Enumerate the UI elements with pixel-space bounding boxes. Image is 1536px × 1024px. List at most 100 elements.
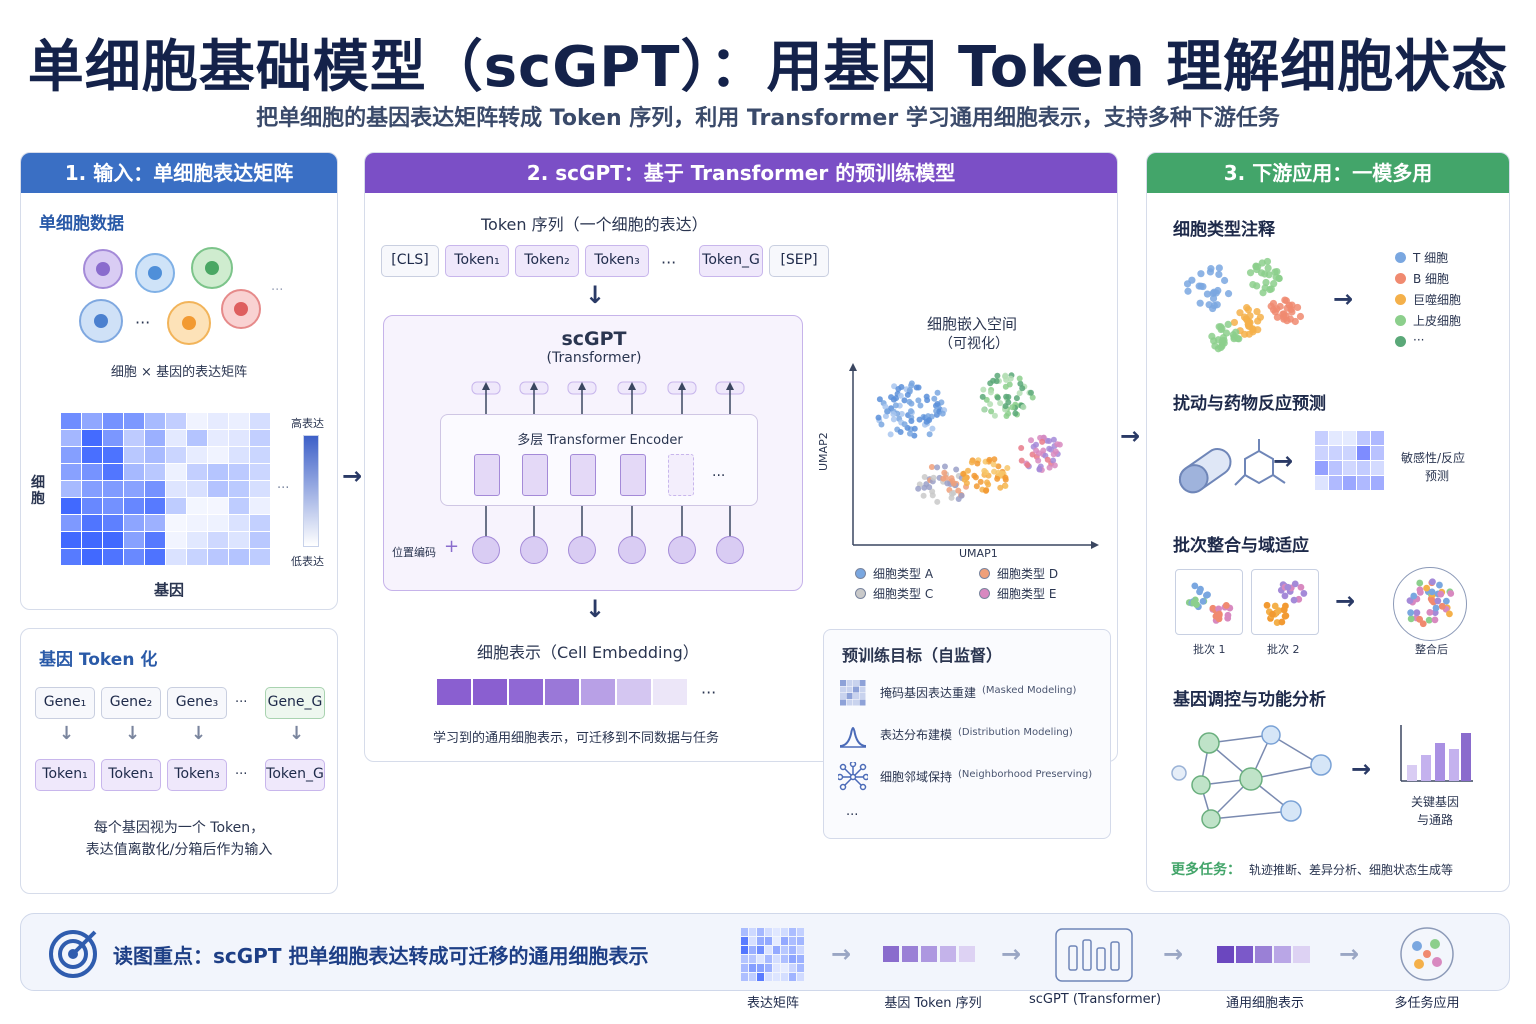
cell-icon <box>79 299 123 343</box>
cells-ellipsis: ··· <box>135 313 151 332</box>
umap-legend-label: 细胞类型 A <box>873 567 934 581</box>
cell-embedding-caption: 学习到的通用细胞表示，可迁移到不同数据与任务 <box>433 731 720 746</box>
annotation-clusters <box>1183 257 1305 353</box>
annotation-legend-label: ··· <box>1413 333 1425 347</box>
high-expression-label: 高表达 <box>291 417 324 430</box>
arrow-right-icon: → <box>1335 587 1356 615</box>
sequence-token-chip: Token₂ <box>515 245 579 277</box>
batch-2-box <box>1251 569 1319 635</box>
arrow-right-icon: → <box>1351 755 1372 783</box>
input-embedding-circle <box>618 536 646 564</box>
gene-chip: Gene_G <box>265 687 325 719</box>
gene-ellipsis: ··· <box>235 695 248 710</box>
page-subtitle: 把单细胞的基因表达矩阵转成 Token 序列，利用 Transformer 学习… <box>256 106 1280 131</box>
token-chip: Token₁ <box>35 759 95 791</box>
arrow-right-icon: → <box>831 940 852 968</box>
downstream-panel-header: 3. 下游应用：一模多用 <box>1147 153 1509 193</box>
more-tasks-text: 轨迹推断、差异分析、细胞状态生成等 <box>1249 863 1454 877</box>
sequence-token-chip: [CLS] <box>381 245 439 277</box>
encoder-layer-block <box>570 454 596 496</box>
cell-icon <box>83 249 123 289</box>
tokenize-panel: 基因 Token 化 Gene₁↓Gene₂↓Gene₃↓···Gene_G↓ … <box>20 628 338 894</box>
input-embedding-circle <box>716 536 744 564</box>
sequence-token-chip: [SEP] <box>769 245 829 277</box>
flow-step-label: scGPT (Transformer) <box>1028 992 1162 1007</box>
umap-plot <box>849 363 1099 549</box>
flow-step-label: 通用细胞表示 <box>1225 996 1304 1011</box>
legend-dot <box>855 588 866 599</box>
perturb-caption-1: 敏感性/反应 <box>1401 451 1466 465</box>
page-title: 单细胞基础模型（scGPT）：用基因 Token 理解细胞状态 <box>27 35 1509 100</box>
model-panel-header: 2. scGPT：基于 Transformer 的预训练模型 <box>365 153 1117 193</box>
input-embedding-circle <box>520 536 548 564</box>
legend-dot <box>979 568 990 579</box>
arrow-down-icon: ↓ <box>59 723 75 744</box>
arrow-down-icon: ↓ <box>585 281 606 309</box>
token-chip: Token_G <box>265 759 325 791</box>
cell-icon <box>221 289 261 329</box>
embedding-cell <box>545 679 579 705</box>
encoder-layer-block <box>522 454 548 496</box>
encoder-ellipsis: ··· <box>712 468 726 484</box>
cell-embedding-title: 细胞表示（Cell Embedding） <box>477 643 699 662</box>
single-cell-data-title: 单细胞数据 <box>39 214 124 234</box>
col-axis-label: 基因 <box>153 581 184 599</box>
target-icon <box>49 930 97 978</box>
umap-legend-label: 细胞类型 C <box>873 587 934 601</box>
flow-multitask-icon <box>1400 927 1454 981</box>
grn-title: 基因调控与功能分析 <box>1173 690 1326 710</box>
expression-heatmap <box>61 413 270 565</box>
embedding-space-title: 细胞嵌入空间 <box>927 315 1018 333</box>
merged-batch-label: 整合后 <box>1415 643 1448 656</box>
token-ellipsis: ··· <box>235 767 248 782</box>
arrow-right-icon: → <box>1339 940 1360 968</box>
arrow-right-icon: → <box>1120 422 1141 450</box>
gene-bar-chart-icon <box>1400 725 1473 782</box>
perturbation-title: 扰动与药物反应预测 <box>1173 394 1326 414</box>
row-axis-label: 细 胞 <box>31 475 45 507</box>
model-subname: (Transformer) <box>546 350 642 366</box>
arrow-right-icon: → <box>1273 447 1294 475</box>
gene-network-graph <box>1171 725 1332 829</box>
batch-1-box <box>1175 569 1243 635</box>
token-sequence-title: Token 序列（一个细胞的表达） <box>481 215 708 234</box>
token-chip: Token₃ <box>167 759 227 791</box>
encoder-label: 多层 Transformer Encoder <box>517 433 683 448</box>
umap-x-label: UMAP1 <box>959 547 998 560</box>
arrow-down-icon: ↓ <box>191 723 207 744</box>
drug-capsule-icon <box>1178 439 1286 494</box>
scgpt-model-box: scGPT (Transformer) 多层 Transformer Encod… <box>383 315 803 591</box>
encoder-arrows <box>471 381 745 538</box>
arrow-right-icon: → <box>1163 940 1184 968</box>
position-encoding-label: 位置编码 <box>392 546 436 559</box>
input-panel: 1. 输入：单细胞表达矩阵 单细胞数据 ··· ··· 细胞 × 基因的表达矩阵… <box>20 152 338 610</box>
arrow-right-icon: → <box>342 462 363 490</box>
plus-icon: + <box>444 536 460 557</box>
encoder-layer-block <box>668 454 694 496</box>
flow-matrix-icon <box>741 928 804 981</box>
pretrain-objective-name: 表达分布建模 <box>880 728 953 742</box>
token-chip: Token₁ <box>101 759 161 791</box>
grn-caption-1: 关键基因 <box>1411 795 1460 809</box>
input-panel-header: 1. 输入：单细胞表达矩阵 <box>21 153 337 193</box>
arrow-right-icon: → <box>1001 940 1022 968</box>
legend-dot <box>979 588 990 599</box>
key-point-text: 读图重点：scGPT 把单细胞表达转成可迁移的通用细胞表示 <box>113 944 649 968</box>
tokenize-caption-2: 表达值离散化/分箱后作为输入 <box>85 842 273 858</box>
flow-transformer-icon <box>1055 928 1133 982</box>
pretrain-objective-name: 掩码基因表达重建 <box>880 686 977 700</box>
key-point-bar: 读图重点：scGPT 把单细胞表达转成可迁移的通用细胞表示 → → → → 表达… <box>20 913 1510 1011</box>
embed-ellipsis: ··· <box>701 683 717 702</box>
pretrain-objective-en: (Distribution Modeling) <box>958 727 1073 738</box>
input-embedding-circle <box>668 536 696 564</box>
gene-chip: Gene₁ <box>35 687 95 719</box>
umap-legend-label: 细胞类型 D <box>997 567 1059 581</box>
heatmap-ellipsis: ··· <box>277 481 290 496</box>
network-icon <box>838 762 868 791</box>
model-name: scGPT <box>561 328 627 350</box>
legend-dot <box>1395 273 1406 284</box>
gene-chip: Gene₂ <box>101 687 161 719</box>
batch-2-label: 批次 2 <box>1267 643 1300 656</box>
arrow-right-icon: → <box>1333 285 1354 313</box>
